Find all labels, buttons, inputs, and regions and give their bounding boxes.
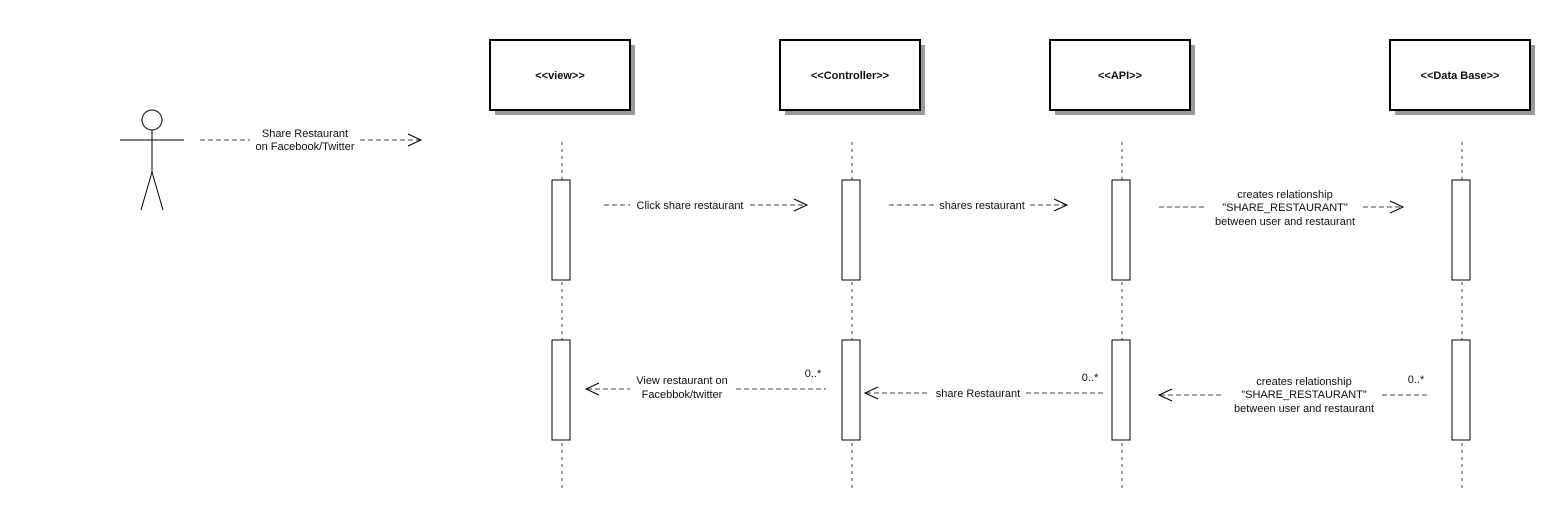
lifeline-view-box xyxy=(489,39,631,111)
lifeline-view-title: <<view>> xyxy=(535,70,585,82)
activation-database-1[interactable] xyxy=(1451,179,1471,281)
message-creates-relationship-return-multiplicity: 0..* xyxy=(1408,374,1425,386)
message-creates-relationship-forward-label-2: "SHARE_RESTAURANT" xyxy=(1222,202,1348,214)
lifeline-database[interactable]: <<Data Base>> xyxy=(1389,39,1535,115)
actor-stick-figure[interactable] xyxy=(120,109,184,211)
activation-api-2[interactable] xyxy=(1111,339,1131,441)
message-creates-relationship-return[interactable]: creates relationship "SHARE_RESTAURANT" … xyxy=(1157,374,1430,415)
message-creates-relationship-forward-label-3: between user and restaurant xyxy=(1215,216,1355,228)
message-view-restaurant-return-multiplicity: 0..* xyxy=(805,368,822,380)
activation-api-1[interactable] xyxy=(1111,179,1131,281)
activation-controller-1[interactable] xyxy=(841,179,861,281)
message-creates-relationship-return-arrowhead xyxy=(1157,388,1173,402)
actor-message-arrowhead xyxy=(407,133,423,147)
message-view-restaurant-return-label-2: Facebbok/twitter xyxy=(642,389,723,401)
actor-right-leg xyxy=(151,171,164,211)
actor-left-leg xyxy=(140,171,153,211)
actor-head xyxy=(141,109,163,131)
actor-message-label-1: Share Restaurant xyxy=(262,128,348,140)
message-creates-relationship-return-label-2: "SHARE_RESTAURANT" xyxy=(1241,389,1367,401)
message-share-restaurant-return-arrowhead xyxy=(863,386,879,400)
activation-view-2[interactable] xyxy=(551,339,571,441)
activation-view-1[interactable] xyxy=(551,179,571,281)
lifeline-controller-title: <<Controller>> xyxy=(811,70,889,82)
message-creates-relationship-forward-arrowhead xyxy=(1389,200,1405,214)
message-share-restaurant-return-multiplicity: 0..* xyxy=(1082,372,1099,384)
lifeline-controller[interactable]: <<Controller>> xyxy=(779,39,925,115)
message-shares-restaurant-arrowhead xyxy=(1053,198,1069,212)
actor-message-label-2: on Facebook/Twitter xyxy=(255,141,354,153)
message-creates-relationship-forward-label-1: creates relationship xyxy=(1237,189,1332,201)
message-click-share-restaurant-arrowhead xyxy=(793,198,809,212)
message-creates-relationship-forward[interactable]: creates relationship "SHARE_RESTAURANT" … xyxy=(1159,189,1405,228)
message-click-share-restaurant[interactable]: Click share restaurant xyxy=(604,198,809,212)
message-view-restaurant-return[interactable]: View restaurant on Facebbok/twitter 0..* xyxy=(584,368,826,401)
lifeline-database-title: <<Data Base>> xyxy=(1421,70,1500,82)
message-shares-restaurant[interactable]: shares restaurant xyxy=(889,198,1069,212)
message-shares-restaurant-label: shares restaurant xyxy=(939,200,1025,212)
activation-database-2[interactable] xyxy=(1451,339,1471,441)
lifeline-database-box xyxy=(1389,39,1531,111)
actor-message[interactable]: Share Restaurant on Facebook/Twitter xyxy=(200,128,423,153)
message-creates-relationship-return-label-3: between user and restaurant xyxy=(1234,403,1374,415)
activation-controller-2[interactable] xyxy=(841,339,861,441)
message-creates-relationship-return-label-1: creates relationship xyxy=(1256,376,1351,388)
message-click-share-restaurant-label: Click share restaurant xyxy=(637,200,744,212)
message-view-restaurant-return-label-1: View restaurant on xyxy=(636,375,728,387)
message-view-restaurant-return-arrowhead xyxy=(584,382,600,396)
lifeline-api-box xyxy=(1049,39,1191,111)
lifeline-controller-box xyxy=(779,39,921,111)
lifeline-api-title: <<API>> xyxy=(1098,70,1142,82)
lifeline-view[interactable]: <<view>> xyxy=(489,39,635,115)
lifeline-api[interactable]: <<API>> xyxy=(1049,39,1195,115)
message-share-restaurant-return[interactable]: share Restaurant 0..* xyxy=(863,372,1104,400)
message-share-restaurant-return-label: share Restaurant xyxy=(936,388,1020,400)
